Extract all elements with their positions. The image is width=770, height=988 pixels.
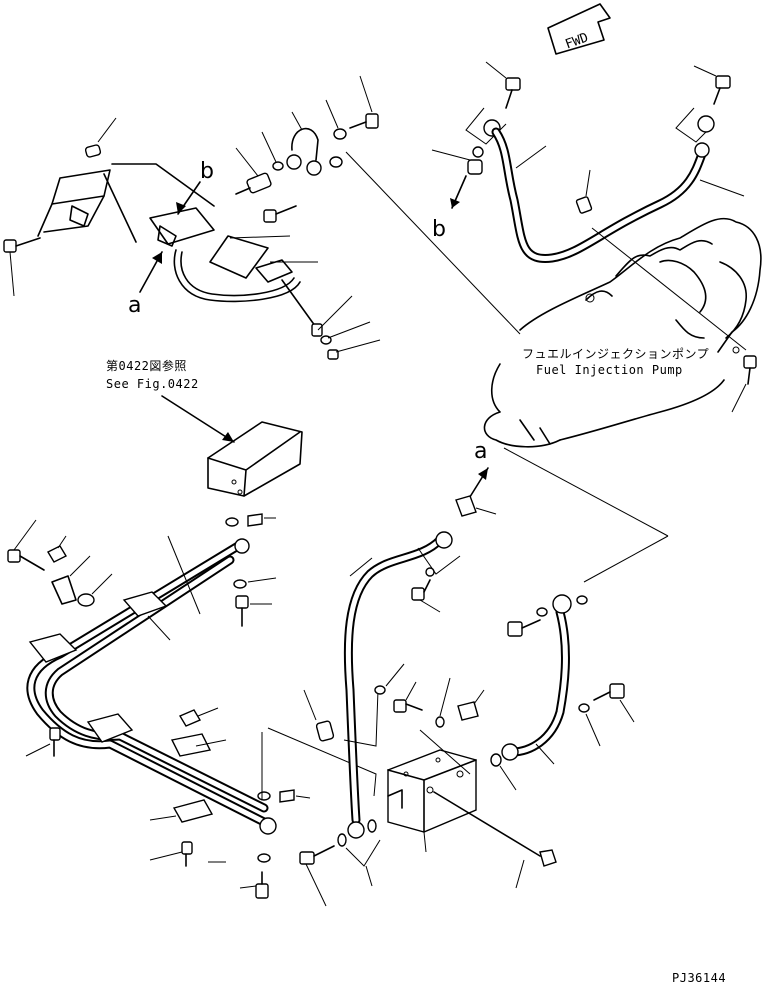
banjo-fitting [347, 821, 365, 839]
hose-clip [315, 720, 335, 742]
lower-left-assembly [7, 513, 377, 899]
washer [233, 579, 247, 589]
pipe-clamp [28, 633, 78, 663]
long-stud [281, 279, 381, 360]
washer [425, 567, 435, 577]
banjo-fitting [435, 531, 453, 549]
washer [337, 833, 347, 847]
bolt-left [3, 237, 41, 297]
fwd-label: FWD [563, 30, 590, 52]
washer [333, 128, 347, 140]
washer [257, 791, 271, 801]
banjo-fitting [234, 538, 250, 554]
washer [225, 517, 239, 527]
banjo-fitting [552, 594, 572, 614]
elbow-nipple [455, 495, 477, 517]
washer [374, 685, 386, 695]
bolt-upper-right-a [485, 61, 521, 109]
nut [178, 709, 202, 727]
bolt-lower-left [7, 519, 45, 571]
washer [435, 716, 445, 728]
banjo-upper-right-b [694, 115, 715, 158]
solenoid-pipe [173, 249, 301, 303]
bolt-bottom [239, 871, 269, 899]
nut [47, 545, 67, 563]
pipe-clamp [122, 591, 168, 617]
callout-b-upper: b [200, 159, 214, 184]
pipe-clamp [86, 713, 134, 743]
bolt-lower-mid [235, 595, 272, 627]
fuel-injection-pump: フュエルインジェクションポンプ Fuel Injection Pump a [467, 217, 762, 583]
reference-note-en: See Fig.0422 [106, 377, 199, 391]
lower-right-assembly [490, 594, 635, 791]
fwd-direction-tag: FWD [547, 3, 611, 55]
bolt-lower-left-c [149, 841, 193, 867]
bolt-lower-right-a [507, 619, 541, 637]
washer [367, 819, 377, 833]
washer [490, 753, 502, 767]
pump-label-en: Fuel Injection Pump [536, 363, 683, 377]
pipe-bracket [209, 235, 269, 279]
reference-note: 第0422図参照 See Fig.0422 [106, 358, 235, 443]
bolt-lower-left-b [25, 727, 61, 757]
washer [576, 595, 588, 605]
filter-block [207, 421, 303, 497]
reference-note-ja: 第0422図参照 [106, 358, 187, 373]
mounting-plate [51, 169, 111, 205]
upper-right-assembly: b [431, 61, 747, 351]
callout-b-lower: b [432, 217, 446, 242]
drawing-code: PJ36144 [672, 971, 726, 985]
pipe-clamp [172, 799, 214, 823]
bolt-block [393, 681, 423, 713]
clip [575, 196, 593, 214]
distribution-block [387, 749, 477, 853]
bolt-mid [263, 205, 297, 223]
bolt-hose-end [299, 845, 335, 907]
pump-label-ja: フュエルインジェクションポンプ [522, 347, 709, 361]
callout-a-lower: a [474, 439, 487, 464]
bolt-lower-right-b [593, 683, 635, 723]
banjo-fitting [259, 817, 277, 835]
long-bolt [433, 791, 557, 889]
elbow-nipple [457, 701, 479, 721]
banjo-fitting [286, 111, 322, 176]
elbow-nipple [235, 147, 272, 195]
washer [257, 853, 271, 863]
pipe-clamp [170, 733, 212, 757]
plug [84, 144, 102, 158]
banjo-fitting [501, 743, 519, 761]
washer [272, 161, 284, 171]
callout-a-upper: a [128, 293, 141, 318]
washer [329, 156, 343, 168]
bolt-lower-middle [411, 579, 441, 613]
lower-middle-assembly [299, 495, 557, 907]
bolt-pump [731, 355, 757, 413]
washer [536, 607, 548, 617]
bracket-small [51, 575, 77, 605]
bolt-upper-right-b [693, 65, 731, 105]
washer [77, 593, 95, 607]
washer [578, 703, 590, 713]
bolt-top [349, 75, 379, 129]
upper-left-assembly: b a [3, 75, 521, 360]
